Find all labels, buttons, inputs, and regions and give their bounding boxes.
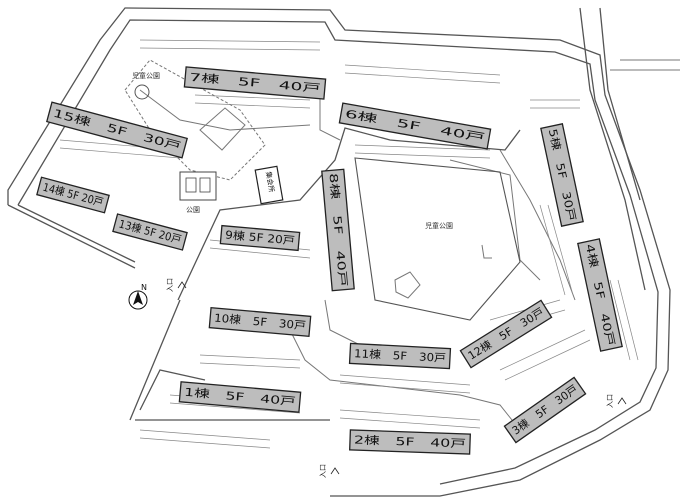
park-toilet-label: 公園 bbox=[186, 206, 200, 214]
north-compass: N bbox=[128, 283, 148, 310]
building-7-footprint bbox=[183, 66, 327, 100]
entrance-label-west: 入口 bbox=[166, 278, 174, 292]
building-14-footprint bbox=[36, 176, 110, 214]
building-3-footprint bbox=[503, 376, 587, 444]
small-park-label: 児童公園 bbox=[132, 71, 160, 80]
building-8[interactable]: 8棟 5F 40戸 bbox=[321, 168, 355, 292]
main-park: 児童公園 bbox=[354, 157, 521, 321]
building-10-footprint bbox=[208, 306, 312, 338]
building-13[interactable]: 13棟 5F 20戸 bbox=[112, 213, 188, 251]
building-9[interactable]: 9棟 5F 20戸 bbox=[219, 224, 301, 252]
building-5[interactable]: 5棟 5F 30戸 bbox=[540, 123, 584, 227]
building-1[interactable]: 1棟 5F 40戸 bbox=[178, 381, 302, 413]
building-12-footprint bbox=[459, 299, 553, 369]
building-4[interactable]: 4棟 5F 40戸 bbox=[577, 238, 623, 352]
building-9-footprint bbox=[219, 224, 301, 252]
building-11-footprint bbox=[348, 342, 452, 370]
building-15-footprint bbox=[46, 101, 188, 159]
meeting-hall-label: 集会所 bbox=[264, 171, 277, 193]
building-2-footprint bbox=[349, 429, 471, 455]
building-6-footprint bbox=[338, 102, 492, 150]
building-12[interactable]: 12棟 5F 30戸 bbox=[459, 299, 553, 369]
entrance-label-south: 入口 bbox=[319, 464, 327, 478]
building-1-footprint bbox=[178, 381, 302, 413]
entrance-label-east: 入口 bbox=[606, 394, 614, 408]
building-5-footprint bbox=[540, 123, 584, 227]
building-7[interactable]: 7棟 5F 40戸 bbox=[183, 66, 327, 100]
building-4-footprint bbox=[577, 238, 623, 352]
building-11[interactable]: 11棟 5F 30戸 bbox=[348, 342, 452, 370]
main-park-label: 児童公園 bbox=[425, 221, 453, 230]
building-2[interactable]: 2棟 5F 40戸 bbox=[349, 429, 471, 455]
building-9-label: 9棟 5F 20戸 bbox=[225, 227, 296, 247]
building-15[interactable]: 15棟 5F 30戸 bbox=[46, 101, 188, 159]
building-13-footprint bbox=[112, 213, 188, 251]
building-3[interactable]: 3棟 5F 30戸 bbox=[503, 376, 587, 444]
building-10[interactable]: 10棟 5F 30戸 bbox=[208, 306, 312, 338]
building-14[interactable]: 14棟 5F 20戸 bbox=[36, 176, 110, 214]
building-8-footprint bbox=[321, 168, 355, 292]
building-15-label: 15棟 5F 30戸 bbox=[52, 106, 183, 154]
building-2-label: 2棟 5F 40戸 bbox=[354, 433, 466, 451]
meeting-hall[interactable]: 集会所 bbox=[254, 165, 284, 205]
building-3-label: 3棟 5F 30戸 bbox=[509, 382, 580, 438]
building-13-label: 13棟 5F 20戸 bbox=[117, 216, 182, 246]
compass-north-letter: N bbox=[141, 283, 147, 292]
entrance-markers: 入口 入口 入口 bbox=[166, 278, 627, 478]
building-11-label: 11棟 5F 30戸 bbox=[354, 346, 447, 365]
park-toilet: 公園 bbox=[179, 171, 217, 214]
